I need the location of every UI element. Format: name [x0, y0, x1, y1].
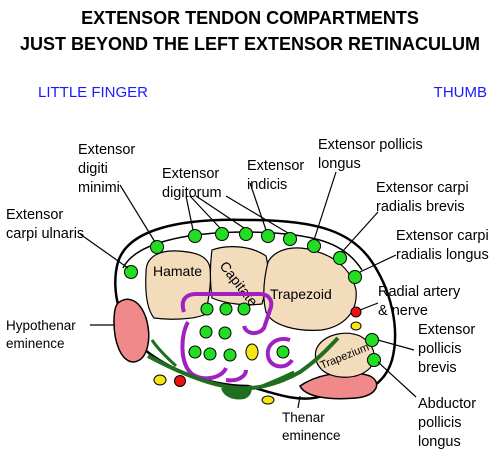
apl-label-line-2: pollicis	[418, 415, 462, 431]
ulnar-artery	[174, 375, 186, 387]
ei-tendon	[261, 229, 275, 243]
thenar-label-line-1: Thenar	[282, 410, 325, 425]
label-epb: Extensor pollicis brevis	[418, 322, 475, 376]
epb-label-line-2: pollicis	[418, 341, 462, 357]
leader-lines	[79, 171, 417, 409]
hypothenar-eminence-shape	[113, 298, 150, 363]
label-ecrb: Extensor carpi radialis brevis	[376, 180, 469, 215]
ecu-label-line-2: carpi ulnaris	[6, 226, 84, 242]
flexor-tendon	[200, 302, 214, 316]
epb-label-line-3: brevis	[418, 360, 457, 376]
hamate-bone	[145, 250, 212, 320]
fascia-septum-left	[150, 339, 178, 368]
title-line-1: EXTENSOR TENDON COMPARTMENTS	[81, 8, 419, 28]
flexor-tendon	[237, 302, 251, 316]
ed-label-line-2: digitorum	[162, 185, 222, 201]
epb-tendon	[365, 333, 379, 347]
flexor-tendon	[203, 347, 217, 361]
label-ecu: Extensor carpi ulnaris	[6, 207, 84, 242]
label-epl: Extensor pollicis longus	[318, 137, 423, 172]
ed-tendon-3	[239, 227, 253, 241]
ed-tendon-1	[188, 229, 202, 243]
radial-artery	[350, 306, 362, 318]
edm-label-line-3: minimi	[78, 180, 120, 196]
apl-label-line-3: longus	[418, 434, 461, 450]
extensor-tendons	[124, 227, 381, 367]
ed-tendon-4	[283, 232, 297, 246]
apl-tendon	[367, 353, 381, 367]
epl-tendon	[307, 239, 321, 253]
ecrb-tendon	[333, 251, 347, 265]
flexor-sheath-upper	[180, 292, 274, 335]
flexor-tendon	[199, 325, 213, 339]
ed-tendon-2	[215, 227, 229, 241]
flexor-tendon	[188, 345, 202, 359]
flexor-tendons	[188, 302, 290, 362]
label-ed: Extensor digitorum	[162, 166, 222, 201]
epb-label-line-1: Extensor	[418, 322, 475, 338]
label-edm: Extensor digiti minimi	[78, 142, 135, 196]
thenar-nerve	[261, 395, 275, 405]
epl-label-line-1: Extensor pollicis	[318, 137, 423, 153]
hamate-label: Hamate	[153, 263, 202, 279]
ecrl-label-line-1: Extensor carpi	[396, 228, 489, 244]
hypothenar-label-line-1: Hypothenar	[6, 318, 76, 333]
radial-nerve	[350, 321, 362, 331]
fascia-bottom-lobe	[221, 385, 252, 400]
apl-label-line-1: Abductor	[418, 396, 476, 412]
flexor-tendon	[223, 348, 237, 362]
little-finger-side-label: LITTLE FINGER	[38, 84, 148, 101]
label-hypothenar: Hypothenar eminence	[6, 318, 76, 351]
ecu-tendon	[124, 265, 138, 279]
capitate-bone	[209, 246, 269, 306]
ecrb-label-line-1: Extensor carpi	[376, 180, 469, 196]
fpl-tendon	[276, 345, 290, 359]
epl-label-line-2: longus	[318, 156, 361, 172]
hypothenar-label-line-2: eminence	[6, 336, 65, 351]
label-radial: Radial artery & nerve	[378, 284, 461, 319]
label-thenar: Thenar eminence	[282, 410, 341, 443]
label-ei: Extensor indicis	[247, 158, 304, 193]
title-line-2: JUST BEYOND THE LEFT EXTENSOR RETINACULU…	[20, 34, 480, 54]
ecrl-tendon	[348, 270, 362, 284]
edm-label-line-1: Extensor	[78, 142, 135, 158]
thenar-label-line-2: eminence	[282, 428, 341, 443]
radial-label-line-1: Radial artery	[378, 284, 461, 300]
ecrb-label-line-2: radialis brevis	[376, 199, 465, 215]
ulnar-nerve	[153, 374, 167, 386]
ecrl-label-line-2: radialis longus	[396, 247, 489, 263]
thumb-side-label: THUMB	[434, 84, 487, 101]
median-nerve	[245, 343, 259, 361]
flexor-sheath-lower	[180, 321, 228, 381]
flexor-pollicis-sheath	[265, 337, 294, 369]
label-apl: Abductor pollicis longus	[418, 396, 476, 450]
trapezoid-label: Trapezoid	[270, 286, 332, 302]
flexor-tendon	[219, 302, 233, 316]
flexor-tendon	[218, 326, 232, 340]
ei-label-line-2: indicis	[247, 177, 287, 193]
label-ecrl: Extensor carpi radialis longus	[396, 228, 489, 263]
fascia-septum-right	[261, 370, 295, 388]
ed-label-line-1: Extensor	[162, 166, 219, 182]
flexor-sheath-small	[225, 369, 248, 383]
radial-label-line-2: & nerve	[378, 303, 428, 319]
edm-label-line-2: digiti	[78, 161, 108, 177]
ecu-label-line-1: Extensor	[6, 207, 63, 223]
ei-label-line-1: Extensor	[247, 158, 304, 174]
edm-tendon	[150, 240, 164, 254]
